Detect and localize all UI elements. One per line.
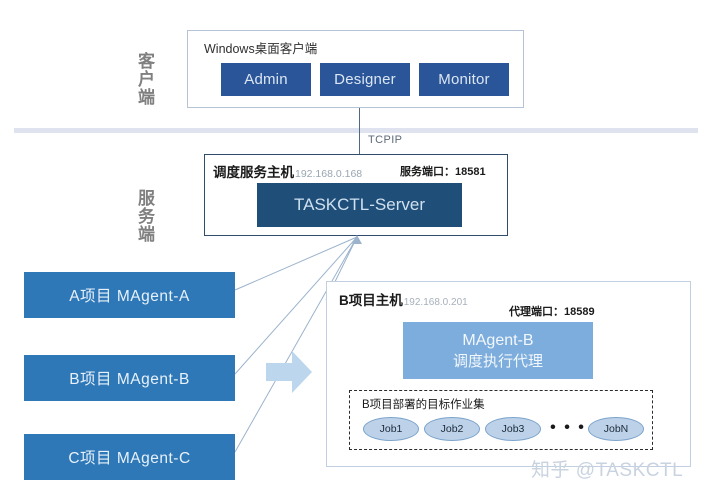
magent-b-name: MAgent-B [462, 331, 534, 349]
project-host-ip: 192.168.0.201 [403, 297, 468, 308]
agent-box-b: B项目 MAgent-B [24, 355, 235, 401]
client-panel: Windows桌面客户端 Admin Designer Monitor [187, 30, 524, 108]
tier-label-client: 客户端 [135, 52, 154, 106]
magent-b-role: 调度执行代理 [452, 352, 543, 370]
taskctl-server-box: TASKCTL-Server [257, 183, 462, 227]
agent-box-c: C项目 MAgent-C [24, 434, 235, 480]
agent-port-label: 代理端口：18589 [509, 306, 595, 318]
tier-label-server: 服务端 [135, 189, 154, 243]
job-node-n: JobN [588, 417, 644, 441]
server-host-panel: 调度服务主机192.168.0.168 服务端口：18581 TASKCTL-S… [204, 154, 508, 236]
jobset-container: B项目部署的目标作业集 Job1 Job2 Job3 • • • JobN [349, 390, 653, 450]
client-button-designer[interactable]: Designer [320, 63, 410, 96]
project-host-name: B项目主机 [339, 293, 403, 308]
magent-b-box: MAgent-B 调度执行代理 [403, 322, 593, 379]
client-button-monitor[interactable]: Monitor [419, 63, 509, 96]
job-ellipsis: • • • [550, 419, 586, 436]
tcpip-protocol-label: TCPIP [368, 134, 403, 146]
watermark: 知乎 @TASKCTL [531, 460, 684, 481]
server-port-label: 服务端口：18581 [400, 166, 486, 178]
jobset-title: B项目部署的目标作业集 [362, 399, 485, 411]
client-button-admin[interactable]: Admin [221, 63, 311, 96]
agent-box-a: A项目 MAgent-A [24, 272, 235, 318]
job-node-2: Job2 [424, 417, 480, 441]
tcpip-connector-line [359, 108, 360, 193]
server-host-title: 调度服务主机192.168.0.168 [213, 161, 362, 181]
server-host-name: 调度服务主机 [213, 165, 294, 180]
project-host-panel: B项目主机192.168.0.201 代理端口：18589 MAgent-B 调… [326, 281, 691, 467]
job-node-1: Job1 [363, 417, 419, 441]
job-node-3: Job3 [485, 417, 541, 441]
flow-arrow-icon [266, 351, 312, 393]
tier-divider-band [14, 128, 698, 133]
project-host-title: B项目主机192.168.0.201 [339, 289, 468, 309]
server-host-ip: 192.168.0.168 [295, 168, 363, 180]
client-panel-title: Windows桌面客户端 [204, 42, 318, 56]
